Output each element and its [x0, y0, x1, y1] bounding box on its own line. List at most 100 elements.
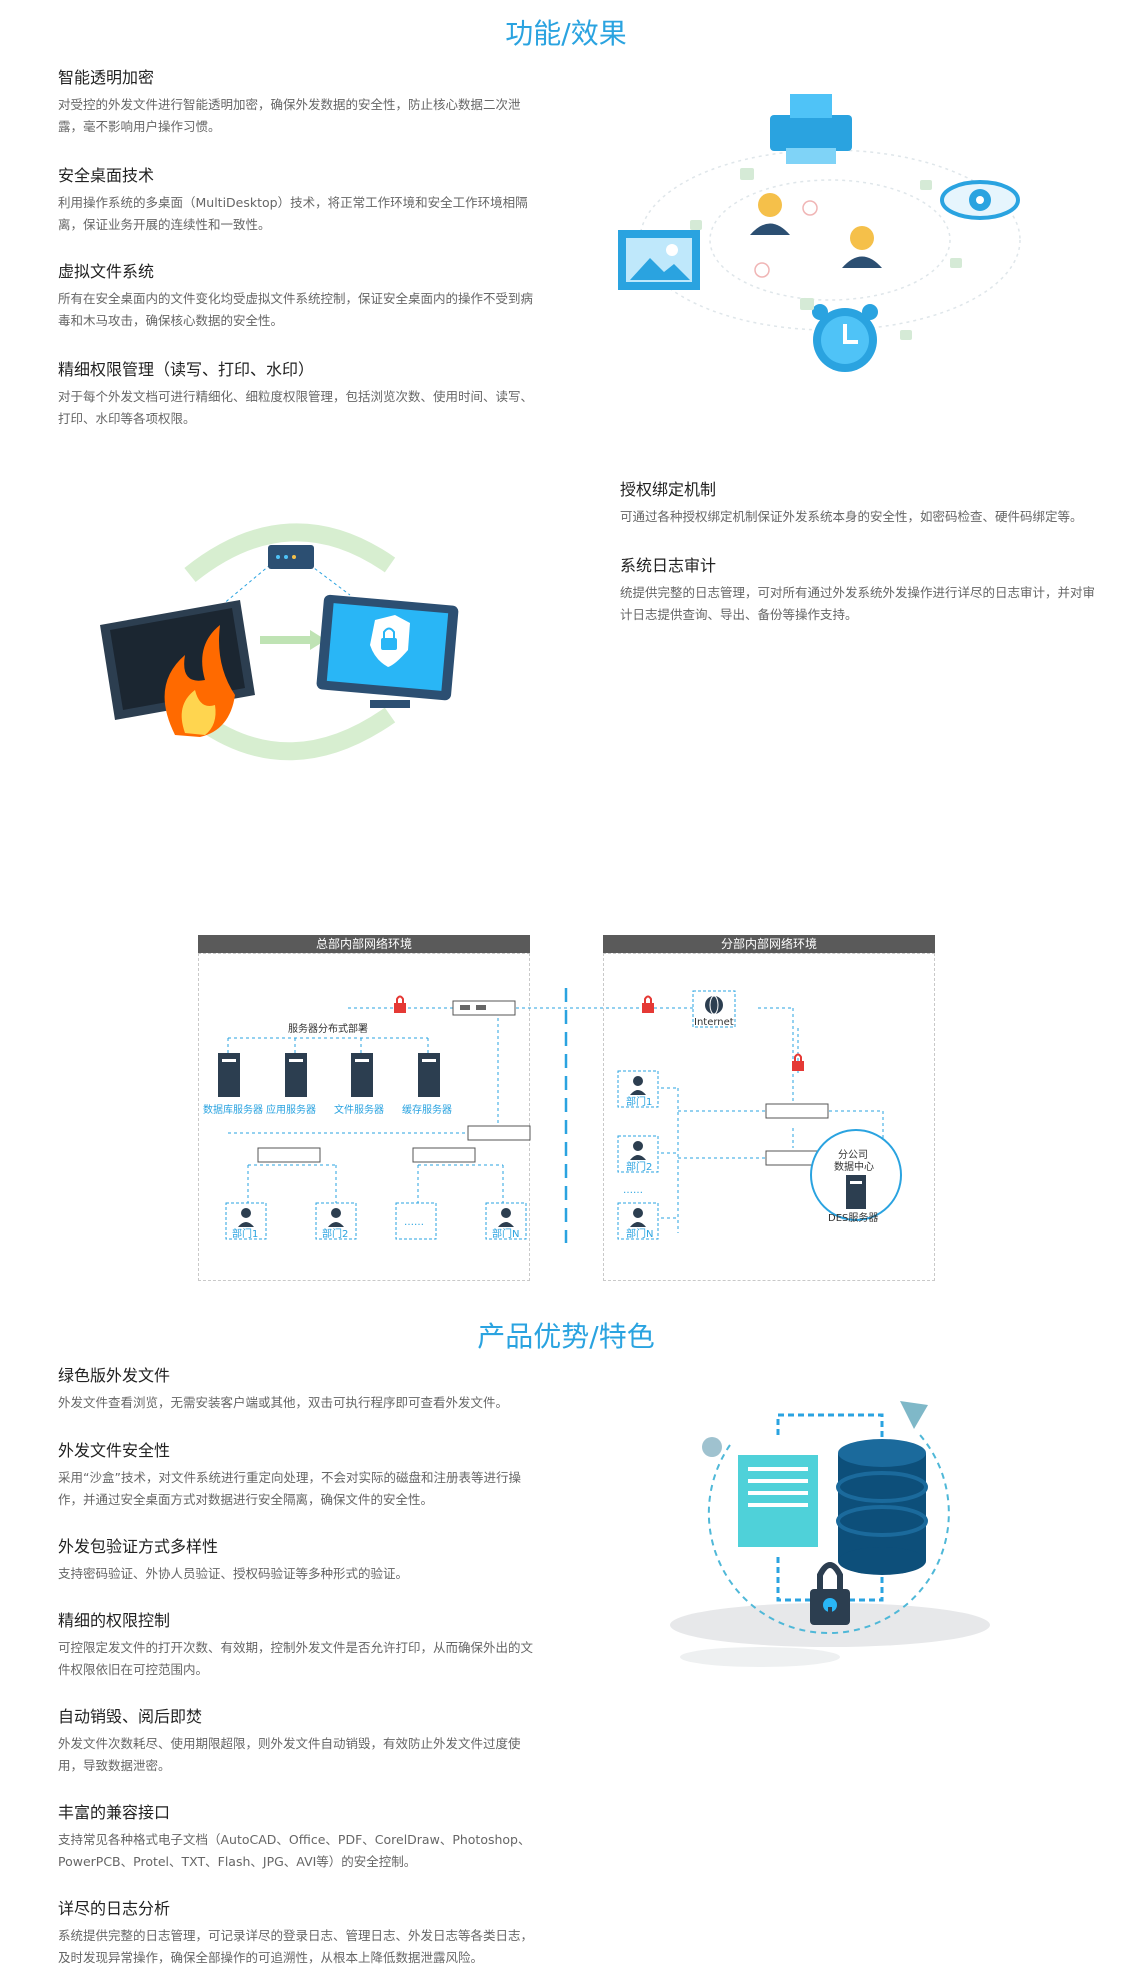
feature-item: 自动销毁、阅后即焚 外发文件次数耗尽、使用期限超限，则外发文件自动销毁，有效防止…	[58, 1703, 538, 1777]
data-security-illustration	[670, 1401, 990, 1667]
lock-icon	[792, 1053, 804, 1071]
switch-icon	[765, 1103, 829, 1119]
arrow-icon	[900, 1401, 928, 1429]
lock-icon	[394, 995, 406, 1013]
internet-label: Internet	[694, 1017, 734, 1028]
server-icon	[846, 1175, 866, 1209]
secure-desktop-illustration	[100, 523, 459, 761]
dept-label: 部门1	[232, 1227, 258, 1240]
feature-item: 外发文件安全性 采用“沙盒”技术，对文件系统进行重定向处理，不会对实际的磁盘和注…	[58, 1437, 538, 1511]
dot-icon	[702, 1437, 722, 1457]
hq-panel	[198, 953, 530, 1281]
devices-illustration	[618, 94, 1021, 372]
server-label: 数据库服务器	[203, 1103, 263, 1116]
infected-monitor-icon	[100, 600, 255, 737]
feature-title: 外发包验证方式多样性	[58, 1537, 219, 1556]
department-icon	[315, 1202, 357, 1240]
feature-title: 授权绑定机制	[620, 480, 717, 499]
feature-item: 智能透明加密 对受控的外发文件进行智能透明加密，确保外发数据的安全性，防止核心数…	[58, 64, 538, 138]
datacenter-label: 分公司	[838, 1149, 868, 1161]
feature-title: 智能透明加密	[58, 68, 155, 87]
globe-icon	[692, 990, 736, 1028]
feature-desc: 支持密码验证、外协人员验证、授权码验证等多种形式的验证。	[58, 1566, 409, 1581]
server-label: 缓存服务器	[402, 1103, 452, 1116]
feature-desc: 支持常见各种格式电子文档（AutoCAD、Office、PDF、CorelDra…	[58, 1832, 531, 1869]
switch-icon	[257, 1147, 321, 1163]
alarm-clock-icon	[812, 304, 878, 372]
department-icon	[617, 1202, 659, 1240]
feature-desc: 采用“沙盒”技术，对文件系统进行重定向处理，不会对实际的磁盘和注册表等进行操作，…	[58, 1470, 521, 1507]
user-icon	[842, 226, 882, 268]
department-icon	[225, 1202, 267, 1240]
feature-desc: 对于每个外发文档可进行精细化、细粒度权限管理，包括浏览次数、使用时间、读写、打印…	[58, 389, 534, 426]
network-diagram: 服务器分布式部署 数据库服务器 应用服务器 文件服务器 缓存服务器 部门1 部门…	[203, 988, 902, 1243]
feature-item: 虚拟文件系统 所有在安全桌面内的文件变化均受虚拟文件系统控制，保证安全桌面内的操…	[58, 258, 538, 332]
department-icon	[485, 1202, 527, 1240]
server-icon	[268, 545, 314, 569]
dept-label: ……	[404, 1217, 424, 1228]
feature-item: 丰富的兼容接口 支持常见各种格式电子文档（AutoCAD、Office、PDF、…	[58, 1799, 538, 1873]
database-icon	[836, 1439, 928, 1575]
printer-icon	[770, 94, 852, 164]
dept-label: 部门N	[626, 1227, 653, 1240]
document-icon	[738, 1455, 818, 1547]
lock-icon	[690, 168, 962, 340]
des-server-label: DES服务器	[828, 1211, 878, 1224]
switch-icon	[467, 1125, 531, 1141]
feature-title: 精细权限管理（读写、打印、水印）	[58, 360, 315, 379]
server-icon	[418, 1053, 440, 1097]
department-icon	[617, 1135, 659, 1173]
forbid-icon	[802, 200, 818, 216]
feature-item: 外发包验证方式多样性 支持密码验证、外协人员验证、授权码验证等多种形式的验证。	[58, 1533, 538, 1585]
image-icon	[618, 230, 700, 290]
server-icon	[218, 1053, 240, 1097]
feature-desc: 系统提供完整的日志管理，可记录详尽的登录日志、管理日志、外发日志等各类日志，及时…	[58, 1928, 534, 1965]
feature-item: 安全桌面技术 利用操作系统的多桌面（MultiDesktop）技术，将正常工作环…	[58, 162, 538, 236]
feature-desc: 外发文件次数耗尽、使用期限超限，则外发文件自动销毁，有效防止外发文件过度使用，导…	[58, 1736, 521, 1773]
server-icon	[285, 1053, 307, 1097]
dept-label: 部门2	[322, 1227, 348, 1240]
dept-label: 部门2	[626, 1160, 652, 1173]
server-label: 应用服务器	[266, 1103, 316, 1116]
branch-panel-header: 分部内部网络环境	[603, 935, 935, 953]
secure-monitor-icon	[316, 594, 459, 708]
feature-item: 绿色版外发文件 外发文件查看浏览，无需安装客户端或其他，双击可执行程序即可查看外…	[58, 1362, 538, 1414]
department-icon	[395, 1202, 437, 1240]
feature-desc: 可通过各种授权绑定机制保证外发系统本身的安全性，如密码检查、硬件码绑定等。	[620, 509, 1083, 524]
feature-desc: 外发文件查看浏览，无需安装客户端或其他，双击可执行程序即可查看外发文件。	[58, 1395, 509, 1410]
feature-title: 外发文件安全性	[58, 1441, 171, 1460]
feature-title: 安全桌面技术	[58, 166, 155, 185]
feature-title: 系统日志审计	[620, 556, 717, 575]
feature-desc: 可控限定发文件的打开次数、有效期，控制外发文件是否允许打印，从而确保外出的文件权…	[58, 1640, 534, 1677]
lock-icon	[642, 995, 654, 1013]
server-icon	[351, 1053, 373, 1097]
section1-title: 功能/效果	[505, 17, 627, 50]
server-label: 文件服务器	[334, 1103, 384, 1116]
user-icon	[750, 193, 790, 235]
switch-icon	[412, 1147, 476, 1163]
eye-icon	[940, 180, 1020, 220]
dept-label: 部门1	[626, 1095, 652, 1108]
feature-title: 精细的权限控制	[58, 1611, 171, 1630]
server-deploy-label: 服务器分布式部署	[288, 1022, 368, 1035]
branch-panel	[603, 953, 935, 1281]
feature-desc: 利用操作系统的多桌面（MultiDesktop）技术，将正常工作环境和安全工作环…	[58, 195, 528, 232]
dept-label: 部门N	[492, 1227, 519, 1240]
feature-title: 虚拟文件系统	[58, 262, 155, 281]
hq-panel-header: 总部内部网络环境	[198, 935, 530, 953]
dept-label: ……	[623, 1185, 643, 1196]
feature-desc: 统提供完整的日志管理，可对所有通过外发系统外发操作进行详尽的日志审计，并对审计日…	[620, 585, 1096, 622]
section2-title: 产品优势/特色	[477, 1320, 655, 1353]
feature-title: 绿色版外发文件	[58, 1366, 171, 1385]
feature-item: 系统日志审计 统提供完整的日志管理，可对所有通过外发系统外发操作进行详尽的日志审…	[620, 552, 1100, 626]
padlock-icon	[810, 1562, 850, 1625]
feature-item: 授权绑定机制 可通过各种授权绑定机制保证外发系统本身的安全性，如密码检查、硬件码…	[620, 476, 1100, 528]
feature-desc: 所有在安全桌面内的文件变化均受虚拟文件系统控制，保证安全桌面内的操作不受到病毒和…	[58, 291, 534, 328]
datacenter-label: 数据中心	[834, 1160, 874, 1173]
feature-item: 详尽的日志分析 系统提供完整的日志管理，可记录详尽的登录日志、管理日志、外发日志…	[58, 1895, 538, 1969]
forbid-icon	[754, 262, 770, 278]
feature-desc: 对受控的外发文件进行智能透明加密，确保外发数据的安全性，防止核心数据二次泄露，毫…	[58, 97, 521, 134]
feature-title: 丰富的兼容接口	[58, 1803, 171, 1822]
feature-title: 详尽的日志分析	[58, 1899, 171, 1918]
department-icon	[617, 1070, 659, 1108]
